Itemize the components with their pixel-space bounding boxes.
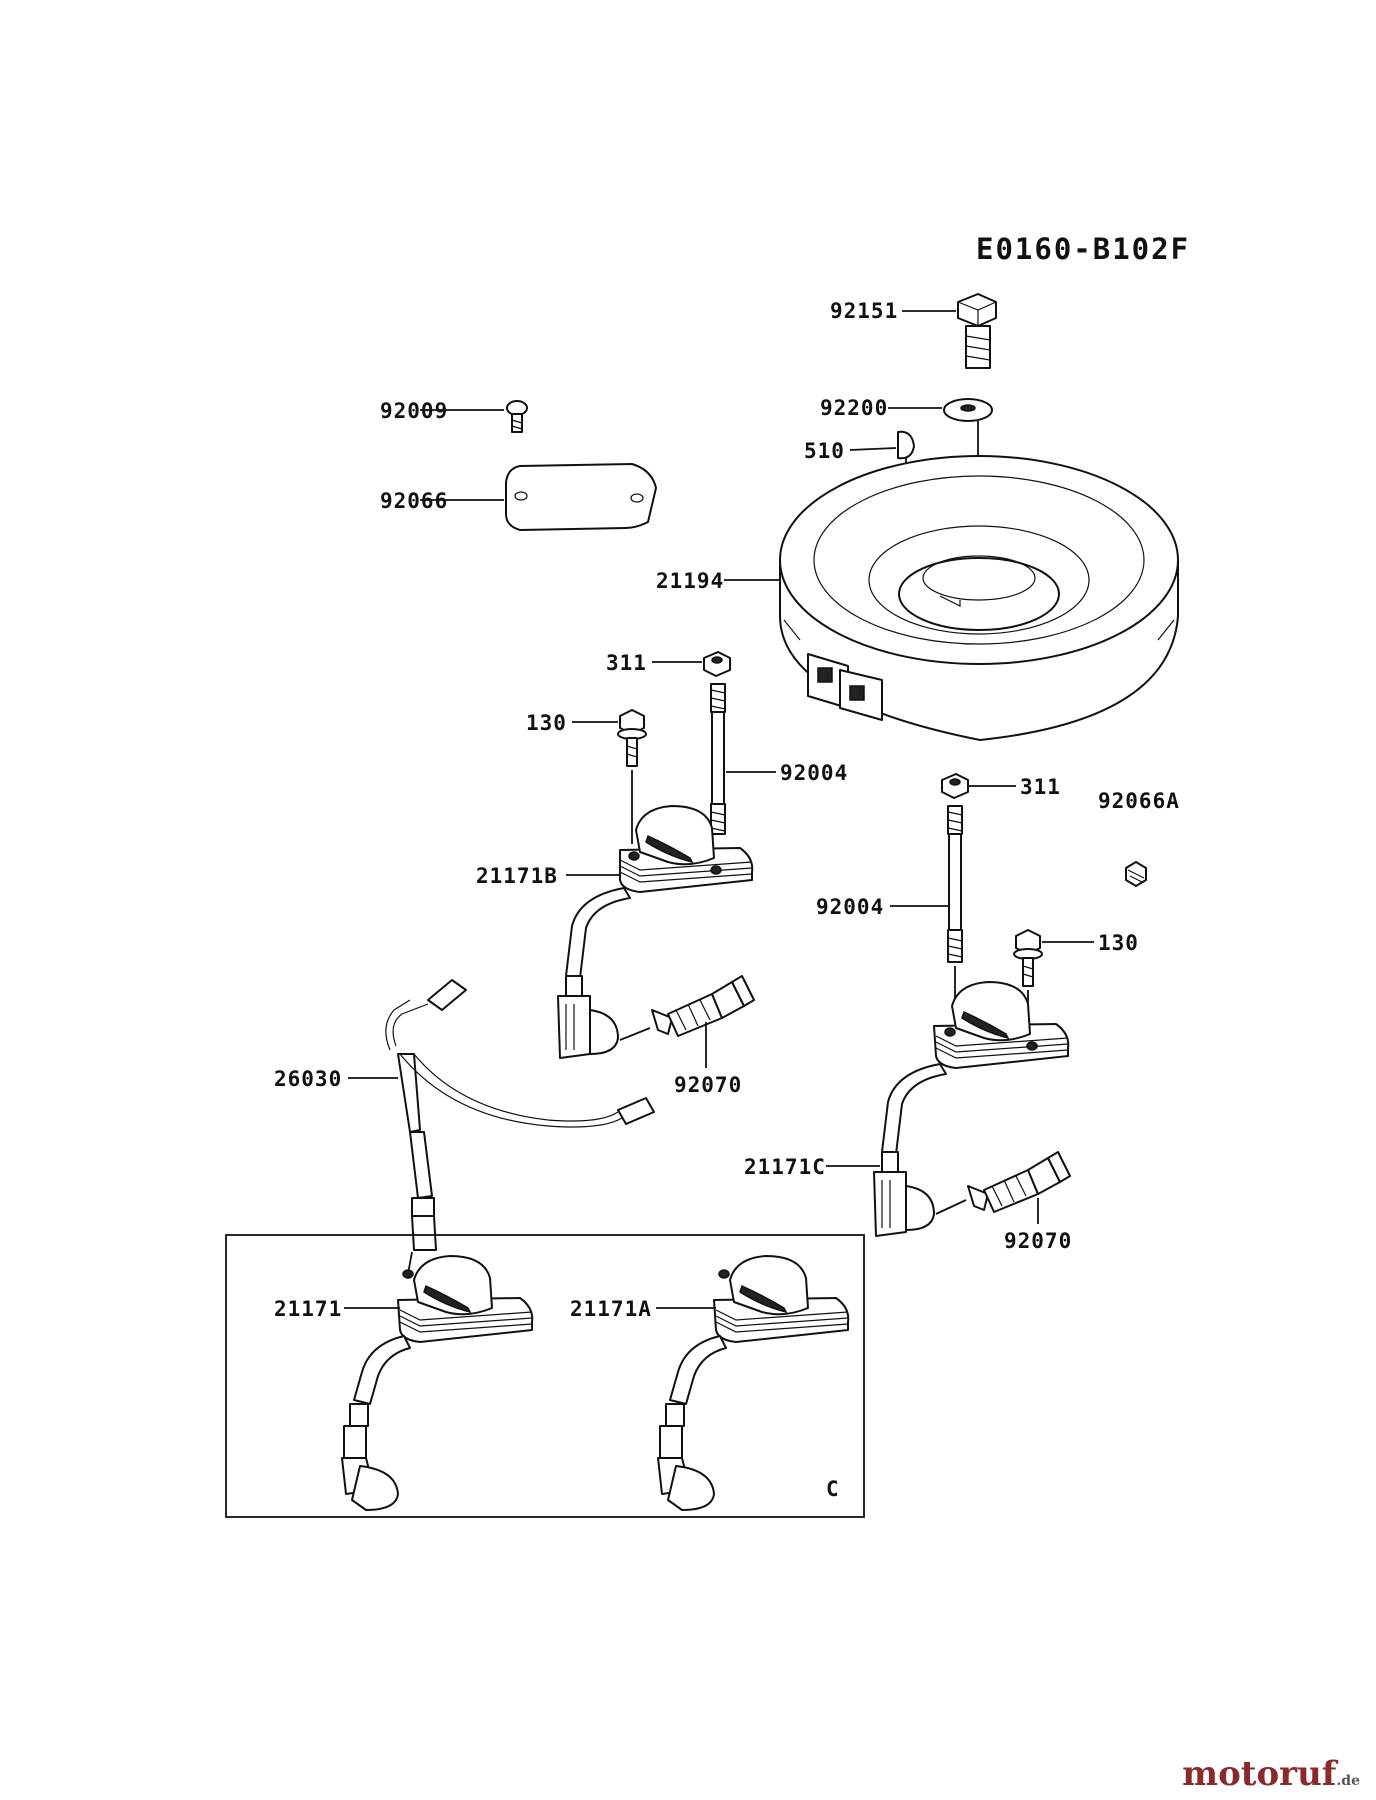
flywheel-bolt — [957, 293, 997, 369]
cover-plate — [505, 463, 657, 531]
ignition-coil-21171B — [557, 805, 754, 1059]
diagram-code: E0160-B102F — [976, 232, 1190, 266]
label-21171A: 21171A — [570, 1297, 652, 1321]
watermark-brand: motoruf — [1182, 1754, 1337, 1794]
ignition-coil-21171C — [873, 981, 1070, 1237]
label-21171B: 21171B — [476, 864, 558, 888]
label-130-lower: 130 — [1098, 931, 1139, 955]
label-92070-left: 92070 — [674, 1073, 742, 1097]
flywheel — [779, 455, 1179, 741]
label-92009: 92009 — [380, 399, 448, 423]
label-26030: 26030 — [274, 1067, 342, 1091]
flywheel-key — [897, 430, 915, 460]
box-letter: C — [826, 1477, 840, 1501]
wire-harness — [385, 979, 655, 1275]
optional-parts-box — [225, 1234, 865, 1518]
bolt-130-lower — [1013, 929, 1043, 987]
label-92004-lower: 92004 — [816, 895, 884, 919]
flywheel-washer — [943, 398, 993, 422]
label-21194: 21194 — [656, 569, 724, 593]
label-130-upper: 130 — [526, 711, 567, 735]
label-92151: 92151 — [830, 299, 898, 323]
stud-lower — [947, 805, 963, 963]
nut-upper — [703, 651, 731, 677]
ignition-coil-21171 — [341, 1255, 534, 1511]
label-92004-upper: 92004 — [780, 761, 848, 785]
label-92200: 92200 — [820, 396, 888, 420]
stud-upper — [710, 683, 726, 835]
label-92070-right: 92070 — [1004, 1229, 1072, 1253]
label-510: 510 — [804, 439, 845, 463]
nut-right — [941, 773, 969, 799]
watermark-tld: .de — [1336, 1773, 1360, 1789]
bolt-130-upper — [617, 709, 647, 767]
label-311-right: 311 — [1020, 775, 1061, 799]
watermark-logo: motoruf.de — [1182, 1754, 1360, 1794]
spark-plug-left — [651, 975, 755, 1037]
label-21171: 21171 — [274, 1297, 342, 1321]
plate-screw — [506, 400, 528, 433]
ignition-coil-21171A — [657, 1255, 850, 1511]
label-92066: 92066 — [380, 489, 448, 513]
spark-plug-right — [967, 1151, 1071, 1213]
label-92066A: 92066A — [1098, 789, 1180, 813]
label-21171C: 21171C — [744, 1155, 826, 1179]
label-311-upper: 311 — [606, 651, 647, 675]
grommet-92066A — [1125, 861, 1147, 887]
